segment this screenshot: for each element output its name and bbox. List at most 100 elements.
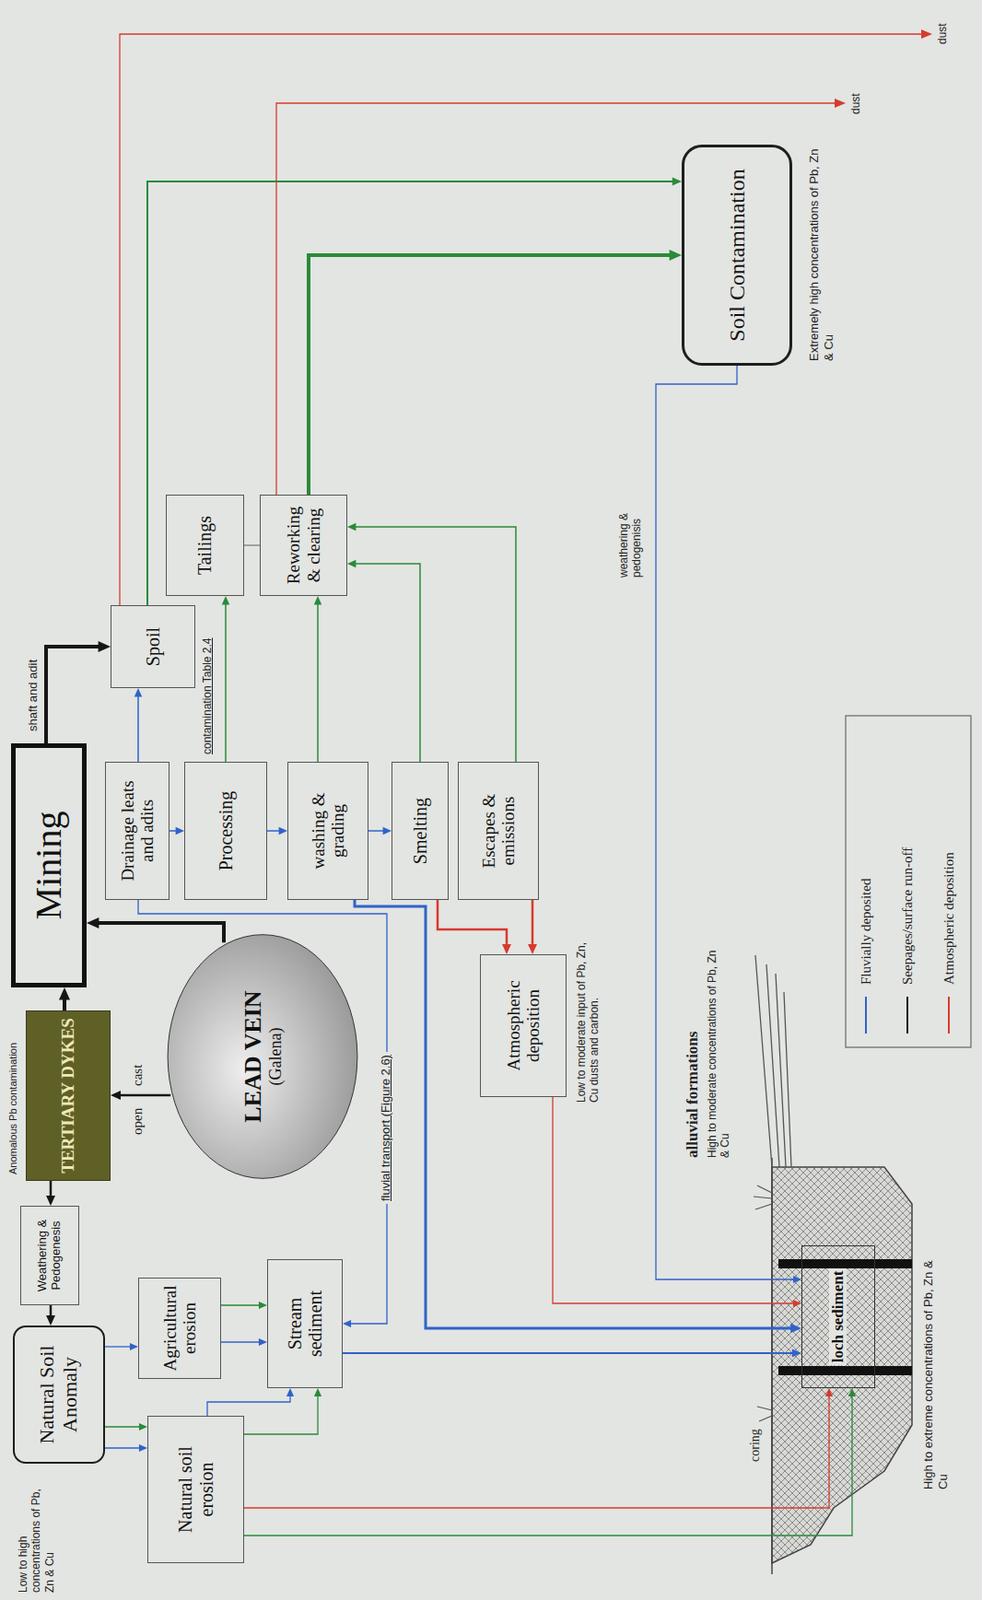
- process-box: Agricultural erosion: [138, 1277, 222, 1380]
- flow-connector: [347, 560, 421, 762]
- dust-line: [276, 103, 835, 495]
- flow-connector: [308, 249, 682, 495]
- flow-connector: [207, 1388, 294, 1416]
- connector-line: [221, 1341, 263, 1343]
- arrowhead: [86, 917, 99, 929]
- flow-connector: [46, 1305, 56, 1326]
- flow-connector: [46, 641, 111, 744]
- flow-connector: [368, 827, 392, 835]
- connector-line: [116, 1094, 172, 1098]
- arrowhead: [129, 1343, 139, 1351]
- legend-sample: [947, 996, 950, 1034]
- arrowhead: [347, 560, 356, 568]
- annotation-text: High to extreme concentrations of Pb, Zn…: [921, 1259, 950, 1490]
- connector-line: [308, 255, 675, 495]
- flow-connector: [527, 900, 538, 955]
- process-box: Processing: [184, 761, 268, 901]
- water-surface: [771, 1157, 773, 1575]
- flow-connector: [222, 596, 230, 762]
- node-label: Mining: [28, 811, 71, 921]
- node-label: Smelting: [409, 797, 431, 865]
- node-label: TERTIARY DYKES: [58, 1017, 78, 1173]
- node-text-group: Spoil: [142, 627, 164, 667]
- connector-line: [244, 1392, 318, 1435]
- process-box: Atmospheric deposition: [479, 954, 567, 1098]
- flow-connector: [221, 1338, 268, 1346]
- arrowhead: [258, 1301, 268, 1310]
- arrowhead: [314, 1388, 322, 1397]
- annotation-text: cast: [128, 1064, 146, 1087]
- dust-line: [119, 34, 922, 606]
- node-label: Soil Contamination: [724, 168, 750, 341]
- connector-line: [655, 365, 797, 1280]
- node-label: Drainage leats and adits: [117, 768, 158, 894]
- node-text-group: Tailings: [194, 515, 215, 575]
- flow-connector: [244, 1388, 322, 1435]
- connector-line: [46, 646, 104, 744]
- node-text-group: Natural Soil Anomaly: [35, 1332, 82, 1457]
- process-box: Reworking & clearing: [259, 494, 348, 597]
- connector-line: [93, 923, 224, 943]
- arrowhead: [314, 596, 322, 605]
- node-label: Weathering & Pedogenesis: [35, 1212, 63, 1299]
- flow-connector: [244, 1388, 833, 1509]
- connector-line: [105, 1345, 134, 1347]
- arrowhead: [342, 1320, 351, 1328]
- connector-label: fluvial transport (Figure 2.6): [378, 1052, 394, 1205]
- arrowhead: [58, 987, 71, 1000]
- connector-line: [207, 1392, 291, 1416]
- flow-connector: [244, 1388, 856, 1536]
- mining-box: Mining: [11, 743, 87, 988]
- flow-connector: [110, 1090, 171, 1100]
- connector-line: [552, 1097, 797, 1304]
- flow-connector: [138, 900, 387, 1328]
- annotation-text: Low to high concentrations of Pb, Zn & C…: [16, 1482, 57, 1593]
- flow-connector: [134, 688, 142, 762]
- arrowhead: [175, 827, 185, 835]
- connector-label: shaft and adit: [25, 656, 41, 735]
- arrowhead: [790, 1323, 802, 1334]
- annotation-text: weathering & pedogenisis: [617, 490, 644, 578]
- arrowhead: [222, 596, 230, 605]
- node-text-group: LEAD VEIN(Galena): [239, 990, 285, 1123]
- connector-line: [352, 526, 516, 762]
- node-text-group: Natural soil erosion: [175, 1422, 217, 1557]
- arrowhead: [347, 523, 356, 531]
- annotation-text: dust: [849, 93, 863, 115]
- arrowhead: [502, 944, 512, 955]
- annotation-text: open: [128, 1108, 146, 1135]
- process-box: Stream sediment: [267, 1259, 343, 1389]
- node-label: LEAD VEIN: [239, 990, 267, 1123]
- process-box: Natural soil erosion: [147, 1415, 245, 1564]
- alluvial-strata: [755, 955, 792, 1168]
- node-text-group: Atmospheric deposition: [503, 960, 544, 1091]
- arrowhead: [527, 944, 538, 955]
- node-label: Tailings: [194, 515, 215, 575]
- node-text-group: washing & grading: [308, 768, 349, 894]
- arrowhead: [793, 1275, 802, 1284]
- connector-line: [437, 900, 507, 948]
- node-text-group: loch sediment: [829, 1268, 848, 1367]
- flow-connector: [267, 827, 288, 835]
- node-text-group: Agricultural erosion: [160, 1284, 200, 1373]
- flow-connector: [221, 1301, 268, 1310]
- connector-line: [342, 1352, 796, 1355]
- arrowhead: [46, 1195, 56, 1206]
- coring-bar: [778, 1366, 912, 1376]
- node-label: washing & grading: [308, 768, 349, 894]
- arrowhead: [110, 1090, 121, 1100]
- connector-line: [244, 544, 260, 547]
- node-label: Escapes & emissions: [479, 768, 519, 894]
- arrowhead: [383, 827, 392, 835]
- connector-line: [224, 601, 227, 762]
- arrowhead: [139, 1423, 148, 1431]
- arrowhead: [258, 1338, 268, 1346]
- connector-line: [316, 601, 319, 762]
- process-box: Spoil: [110, 605, 196, 689]
- connector-line: [105, 1426, 143, 1427]
- node-label: Reworking & clearing: [283, 501, 324, 590]
- flow-connector: [552, 1097, 802, 1308]
- flow-connector: [437, 900, 512, 955]
- dyke-box: TERTIARY DYKES: [25, 1010, 111, 1181]
- node-text-group: Drainage leats and adits: [117, 768, 158, 894]
